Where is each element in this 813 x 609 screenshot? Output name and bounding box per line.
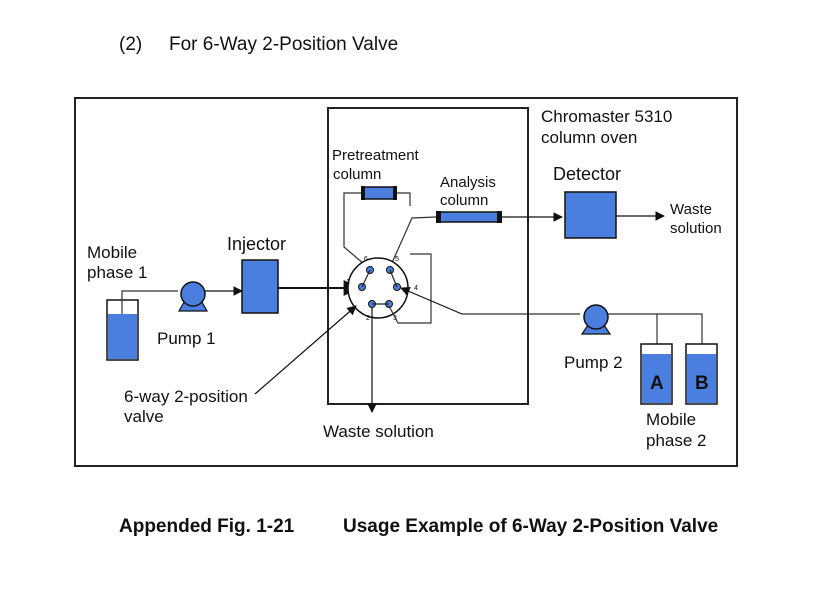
detector-box (564, 191, 617, 239)
mobile1-label-line1: Mobile (87, 243, 137, 262)
bottle-b-label: B (695, 373, 709, 394)
port-label-4: 4 (414, 285, 418, 292)
analysis-column (439, 211, 499, 223)
section-number: (2) (119, 34, 143, 55)
port-label-6: 6 (364, 256, 368, 263)
pretreatment-tubing (343, 192, 365, 265)
pump2-label: Pump 2 (564, 353, 623, 372)
pretreatment-tubing-right (397, 192, 411, 206)
valve-label-line1: 6-way 2-position (124, 387, 248, 406)
valve-connection-6-1 (361, 269, 371, 288)
valve-loop-3-tubing (388, 253, 432, 324)
outer-frame (74, 97, 738, 467)
pretreatment-column-cap-right (393, 186, 397, 200)
analysis-label-line2: column (440, 192, 488, 209)
pump2-to-bottles-tubing (608, 313, 703, 354)
bottle-a-liquid (642, 354, 671, 403)
mobile2-label-line2: phase 2 (646, 431, 707, 450)
pump1-icon (180, 281, 206, 307)
mobile1-bottle-liquid (108, 314, 137, 359)
valve-connection-5-4 (389, 269, 398, 288)
port-label-2: 2 (366, 315, 370, 322)
bottle-b-liquid (687, 354, 716, 403)
figure-caption-text: Usage Example of 6-Way 2-Position Valve (343, 516, 719, 537)
injector-label: Injector (227, 234, 286, 254)
pump2-icon (583, 304, 609, 330)
pretreatment-column (363, 186, 395, 200)
valve-pointer-arrow (254, 305, 357, 395)
oven-label-line2: column oven (541, 128, 637, 147)
pretreatment-label-line2: column (333, 166, 381, 183)
figure-number: Appended Fig. 1-21 (119, 516, 295, 537)
section-title: For 6-Way 2-Position Valve (169, 34, 399, 55)
pretreatment-label-line1: Pretreatment (332, 147, 420, 164)
injector-box (241, 259, 279, 314)
bottle-a-label: A (650, 373, 664, 394)
analysis-column-cap-right (497, 211, 502, 223)
waste-right-label-line1: Waste (670, 201, 712, 218)
section-heading: (2) For 6-Way 2-Position Valve (119, 34, 398, 56)
port-label-1: 1 (346, 279, 350, 286)
oven-label-line1: Chromaster 5310 (541, 107, 672, 126)
valve-to-analysis-tubing (390, 216, 437, 266)
mobile2-label-line1: Mobile (646, 410, 696, 429)
valve-label-line2: valve (124, 407, 164, 426)
pretreatment-column-cap-left (361, 186, 365, 200)
column-oven-box (327, 107, 529, 405)
detector-label: Detector (553, 164, 621, 184)
port-label-5: 5 (395, 256, 399, 263)
waste-bottom-label: Waste solution (323, 422, 434, 441)
analysis-label-line1: Analysis (440, 174, 496, 191)
analysis-column-cap-left (436, 211, 441, 223)
pump1-label: Pump 1 (157, 329, 216, 348)
pump2-to-valve-arrow (400, 286, 463, 315)
figure-caption: Appended Fig. 1-21 Usage Example of 6-Wa… (119, 512, 718, 541)
mobile1-label-line2: phase 1 (87, 263, 148, 282)
waste-right-label-line2: solution (670, 220, 722, 237)
mobile1-to-pump1-tubing (121, 290, 178, 314)
